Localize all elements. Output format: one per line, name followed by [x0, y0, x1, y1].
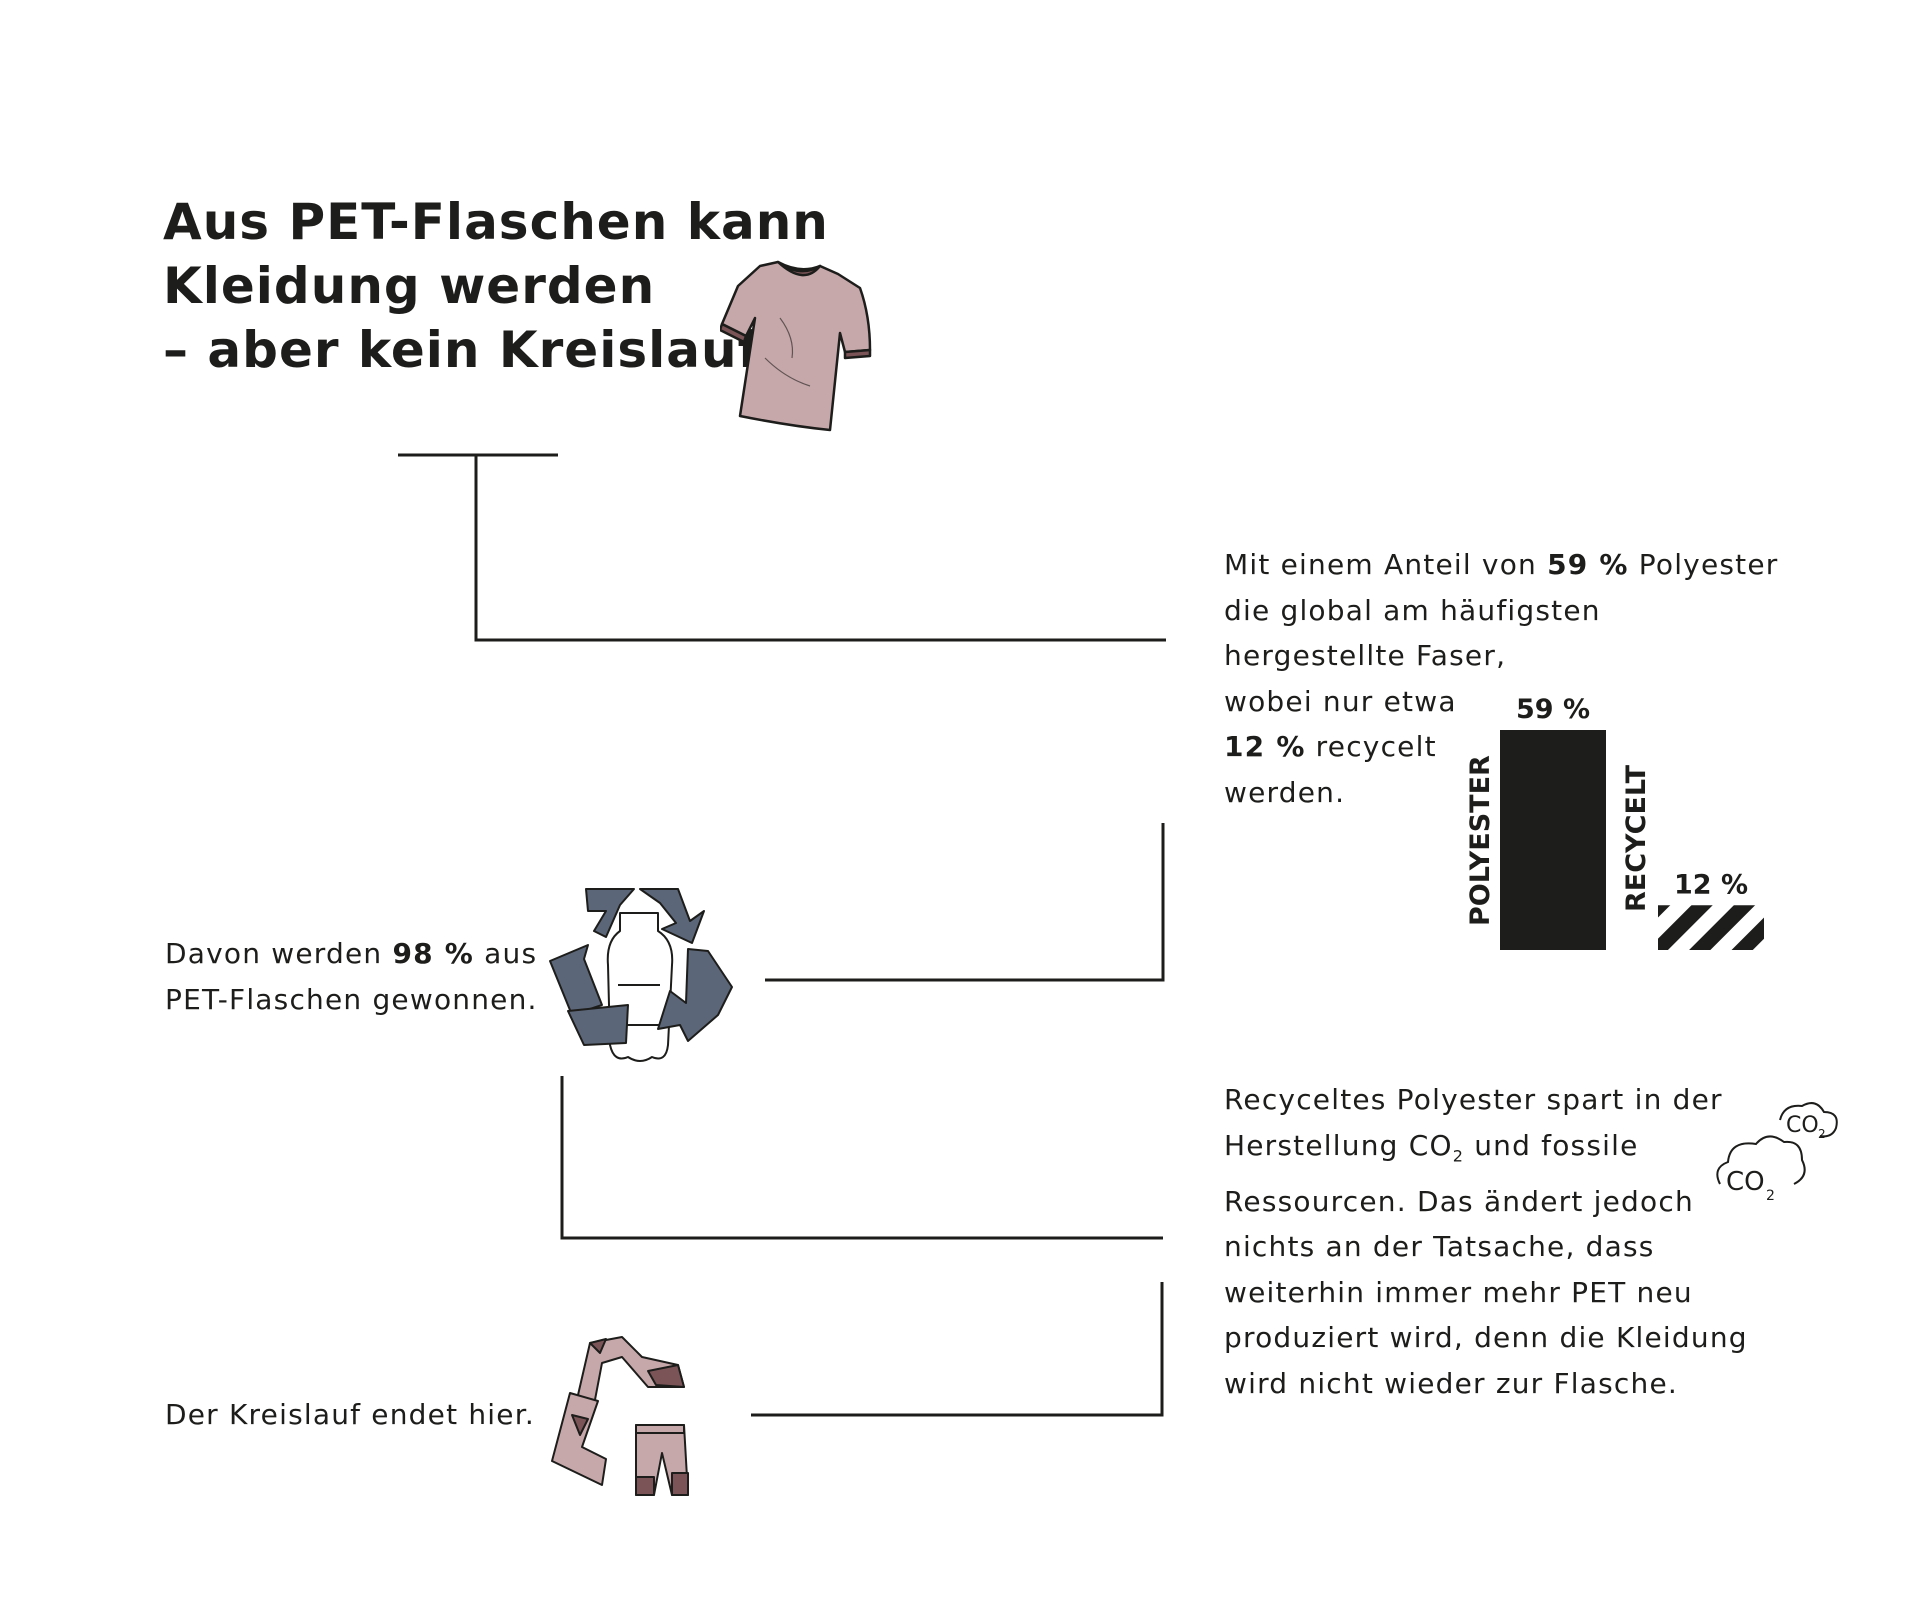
bar-value-label-polyester: 59 % [1516, 694, 1590, 725]
bar-value-label-recycelt: 12 % [1674, 869, 1748, 900]
polyester-info-line-2: die global am häufigsten [1224, 593, 1601, 627]
bar-polyester [1500, 730, 1606, 950]
polyester-info-line-3: hergestellte Faser, [1224, 639, 1507, 672]
pet-source-text: Davon werden 98 % aus PET-Flaschen gewon… [165, 931, 585, 1022]
recycling-info-line-1: Recyceltes Polyester spart in der [1224, 1083, 1723, 1116]
recycling-info-line-5: weiterhin immer mehr PET neu [1224, 1275, 1693, 1309]
title-line-1: Aus PET-Flaschen kann [163, 193, 829, 251]
polyester-info-text: Mit einem Anteil von 59 % Polyester die … [1224, 542, 1824, 815]
title-line-3: – aber kein Kreislauf. [163, 321, 778, 379]
pet-source-line-2: PET-Flaschen gewonnen. [165, 982, 538, 1016]
recycling-bottle-icon [549, 888, 733, 1062]
polyester-info-line-1: Mit einem Anteil von 59 % Polyester [1224, 548, 1779, 581]
pet-percentage: 98 % [392, 937, 475, 970]
title-line-2: Kleidung werden [163, 257, 656, 315]
bar-category-label-polyester: POLYESTER [1465, 755, 1496, 926]
co2-cloud-small [1779, 1102, 1838, 1138]
connector-line-middle [765, 823, 1165, 982]
recycling-info-line-2: Herstellung CO2 und fossile [1224, 1128, 1639, 1166]
co2-label-small-sub: 2 [1818, 1127, 1826, 1141]
bar-recycelt [1658, 905, 1764, 950]
polyester-info-line-5: 12 % recycelt [1224, 730, 1437, 763]
recycling-info-line-4: nichts an der Tatsache, dass [1224, 1230, 1655, 1264]
co2-cloud-large [1716, 1135, 1806, 1185]
co2-label-small: CO [1786, 1113, 1819, 1138]
end-text: Der Kreislauf endet hier. [165, 1398, 535, 1431]
polyester-info-line-6: werden. [1224, 775, 1346, 809]
recycling-info-line-3: Ressourcen. Das ändert jedoch [1224, 1184, 1694, 1218]
recycled-percentage: 12 % [1224, 730, 1306, 763]
recycling-info-line-6: produziert wird, denn die Kleidung [1224, 1321, 1748, 1355]
connector-line-top [398, 453, 1166, 642]
co2-subscript: 2 [1452, 1146, 1465, 1166]
recycling-info-line-7: wird nicht wieder zur Flasche. [1224, 1366, 1678, 1400]
connector-line-lower [560, 1076, 1163, 1240]
polyester-percentage: 59 % [1547, 548, 1629, 581]
co2-clouds-icon: CO 2 CO 2 [1716, 1102, 1838, 1204]
pet-source-line-1: Davon werden 98 % aus [165, 937, 538, 970]
connector-line-bottom [751, 1282, 1164, 1417]
co2-label-large-sub: 2 [1766, 1188, 1775, 1204]
clothes-recycle-icon [551, 1336, 689, 1496]
bar-category-label-recycelt: RECYCELT [1621, 764, 1652, 912]
polyester-bar-chart: 59 % 12 % POLYESTER RECYCELT [1465, 694, 1764, 950]
co2-label-large: CO [1726, 1167, 1765, 1197]
page-title: Aus PET-Flaschen kann Kleidung werden – … [163, 190, 863, 382]
tshirt-icon [720, 260, 872, 432]
recycling-info-text: Recyceltes Polyester spart in der Herste… [1224, 1077, 1784, 1406]
polyester-info-line-4: wobei nur etwa [1224, 684, 1457, 718]
